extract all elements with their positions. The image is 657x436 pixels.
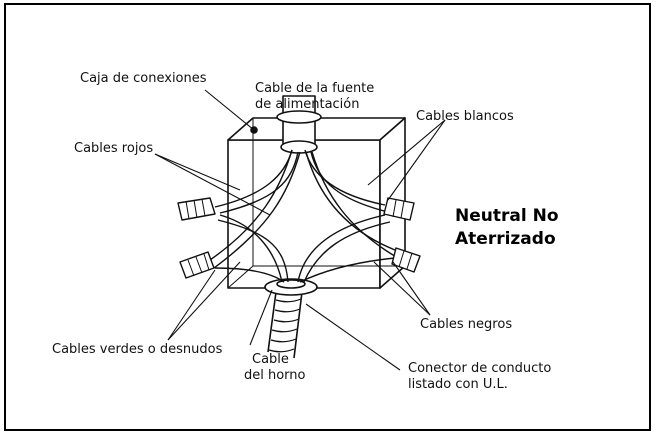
title-line1: Neutral No xyxy=(455,206,559,226)
label-conduit-connector-1: Conector de conducto xyxy=(408,361,552,376)
leader-lines xyxy=(154,89,446,371)
supply-cable xyxy=(276,95,322,154)
label-oven-cable-1: Cable xyxy=(252,352,289,367)
oven-cable xyxy=(264,278,318,359)
label-junction-box: Caja de conexiones xyxy=(80,71,207,86)
label-green-bare-wires: Cables verdes o desnudos xyxy=(52,342,223,357)
label-red-wires: Cables rojos xyxy=(74,141,154,156)
label-black-wires: Cables negros xyxy=(420,317,513,332)
label-supply-cable-2: de alimentación xyxy=(255,97,360,112)
label-white-wires: Cables blancos xyxy=(416,109,514,124)
label-conduit-connector-2: listado con U.L. xyxy=(408,377,508,392)
wires xyxy=(209,149,399,283)
title-line2: Aterrizado xyxy=(455,229,556,249)
wire-nut-right-top xyxy=(383,197,415,221)
wire-nut-left-top xyxy=(177,197,216,221)
label-oven-cable-2: del horno xyxy=(244,368,306,383)
wire-nut-left-bottom xyxy=(179,251,215,279)
label-supply-cable-1: Cable de la fuente xyxy=(255,81,375,96)
